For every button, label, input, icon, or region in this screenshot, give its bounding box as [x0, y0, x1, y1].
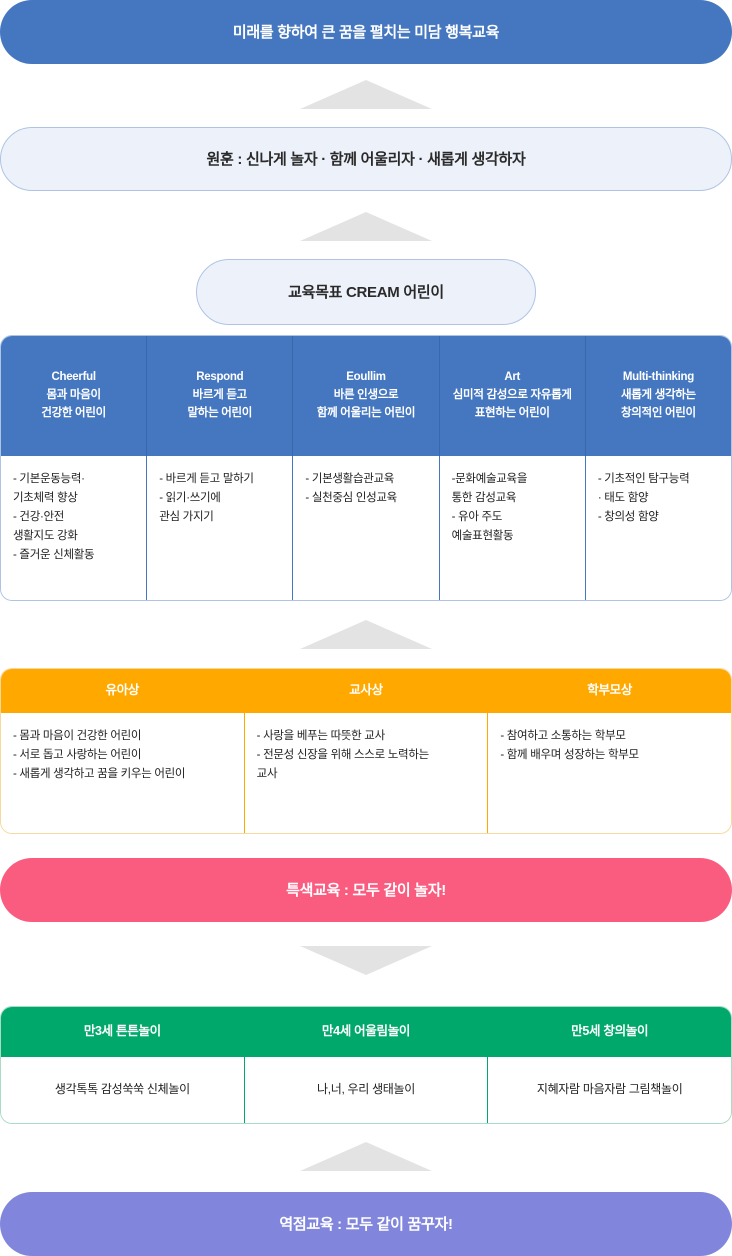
cream-header-eoullim: Eoullim 바른 인생으로 함께 어울리는 어린이 [292, 336, 438, 456]
roles-matrix-body-row: - 몸과 마음이 건강한 어린이 - 서로 돕고 사랑하는 어린이 - 새롭게 … [1, 713, 731, 833]
cream-detail-eoullim: - 기본생활습관교육 - 실천중심 인성교육 [292, 456, 438, 600]
cream-header-kor-line1: 새롭게 생각하는 [620, 389, 696, 402]
cream-header-eng-label: Art [504, 371, 521, 384]
arrow-down-icon-special-to-play [300, 946, 432, 975]
special-education-banner: 특색교육 : 모두 같이 놀자! [0, 858, 732, 922]
roles-matrix: 유아상 교사상 학부모상 - 몸과 마음이 건강한 어린이 - 서로 돕고 사랑… [0, 668, 732, 834]
play-header-age4: 만4세 어울림놀이 [243, 1007, 488, 1057]
cream-header-cheerful: Cheerful 몸과 마음이 건강한 어린이 [1, 336, 146, 456]
roles-detail-parent: - 참여하고 소통하는 학부모 - 함께 배우며 성장하는 학부모 [487, 713, 731, 833]
play-matrix-body-row: 생각톡톡 감성쑥쑥 신체놀이 나,너, 우리 생태놀이 지혜자람 마음자람 그림… [1, 1057, 731, 1123]
roles-detail-teacher: - 사랑을 베푸는 따뜻한 교사 - 전문성 신장을 위해 스스로 노력하는 교… [243, 713, 488, 833]
cream-header-kor-line1: 심미적 감성으로 자유롭게 [452, 389, 572, 402]
cream-detail-multi-thinking: - 기초적인 탐구능력 · 태도 함양 - 창의성 함양 [584, 456, 731, 600]
cream-header-eng-label: Cheerful [51, 371, 96, 384]
goal-banner: 교육목표 CREAM 어린이 [196, 259, 536, 325]
cream-header-kor-line1: 몸과 마음이 [46, 389, 101, 402]
cream-matrix-header-row: Cheerful 몸과 마음이 건강한 어린이 Respond 바르게 듣고 말… [1, 336, 731, 456]
cream-detail-art: -문화예술교육을 통한 감성교육 - 유아 주도 예술표현활동 [438, 456, 585, 600]
cream-matrix: Cheerful 몸과 마음이 건강한 어린이 Respond 바르게 듣고 말… [0, 335, 732, 601]
play-matrix: 만3세 튼튼놀이 만4세 어울림놀이 만5세 창의놀이 생각톡톡 감성쑥쑥 신체… [0, 1006, 732, 1124]
play-matrix-header-row: 만3세 튼튼놀이 만4세 어울림놀이 만5세 창의놀이 [1, 1007, 731, 1057]
arrow-up-icon-vision-to-motto [300, 80, 432, 109]
roles-matrix-header-row: 유아상 교사상 학부모상 [1, 669, 731, 713]
arrow-up-icon-play-to-focus [300, 1142, 432, 1171]
cream-header-eng-label: Multi-thinking [622, 371, 694, 384]
cream-header-kor-line2: 표현하는 어린이 [474, 406, 550, 419]
motto-banner: 원훈 : 신나게 놀자 · 함께 어울리자 · 새롭게 생각하자 [0, 127, 732, 191]
play-detail-age5: 지혜자람 마음자람 그림책놀이 [487, 1057, 731, 1123]
cream-header-kor-line2: 말하는 어린이 [187, 406, 253, 419]
focus-education-text: 역점교육 : 모두 같이 꿈꾸자! [279, 1215, 453, 1233]
play-detail-age3: 생각톡톡 감성쑥쑥 신체놀이 [54, 1082, 190, 1097]
arrow-up-icon-motto-to-goal [300, 212, 432, 241]
roles-header-child: 유아상 [105, 683, 140, 698]
cream-header-kor-line2: 창의적인 어린이 [620, 406, 696, 419]
roles-header-parent: 학부모상 [487, 669, 731, 713]
play-header-age5: 만5세 창의놀이 [487, 1007, 731, 1057]
motto-text: 원훈 : 신나게 놀자 · 함께 어울리자 · 새롭게 생각하자 [206, 150, 526, 168]
roles-header-teacher: 교사상 [243, 669, 488, 713]
goal-text: 교육목표 CREAM 어린이 [288, 283, 444, 301]
cream-detail-respond: - 바르게 듣고 말하기 - 읽기·쓰기에 관심 가지기 [146, 456, 292, 600]
play-header-age3: 만3세 튼튼놀이 [83, 1024, 161, 1039]
cream-header-multi-thinking: Multi-thinking 새롭게 생각하는 창의적인 어린이 [584, 336, 731, 456]
cream-matrix-body-row: - 기본운동능력· 기초체력 향상 - 건강·안전 생활지도 강화 - 즐거운 … [1, 456, 731, 600]
cream-header-kor-line2: 건강한 어린이 [41, 406, 106, 419]
cream-header-eng-label: Respond [196, 371, 244, 384]
cream-header-kor-line2: 함께 어울리는 어린이 [316, 406, 416, 419]
cream-detail-cheerful: - 기본운동능력· 기초체력 향상 - 건강·안전 생활지도 강화 - 즐거운 … [13, 473, 95, 561]
cream-header-kor-line1: 바르게 듣고 [192, 389, 248, 402]
focus-education-banner: 역점교육 : 모두 같이 꿈꾸자! [0, 1192, 732, 1256]
arrow-up-icon-cream-to-roles [300, 620, 432, 649]
play-detail-age4: 나,너, 우리 생태놀이 [243, 1057, 488, 1123]
special-education-text: 특색교육 : 모두 같이 놀자! [286, 881, 446, 899]
vision-text: 미래를 향하여 큰 꿈을 펼치는 미담 행복교육 [232, 23, 500, 41]
cream-header-art: Art 심미적 감성으로 자유롭게 표현하는 어린이 [438, 336, 585, 456]
vision-banner: 미래를 향하여 큰 꿈을 펼치는 미담 행복교육 [0, 0, 732, 64]
cream-header-respond: Respond 바르게 듣고 말하는 어린이 [146, 336, 292, 456]
cream-header-kor-line1: 바른 인생으로 [333, 389, 399, 402]
roles-detail-child: - 몸과 마음이 건강한 어린이 - 서로 돕고 사랑하는 어린이 - 새롭게 … [13, 730, 186, 780]
cream-header-eng-label: Eoullim [346, 371, 386, 384]
